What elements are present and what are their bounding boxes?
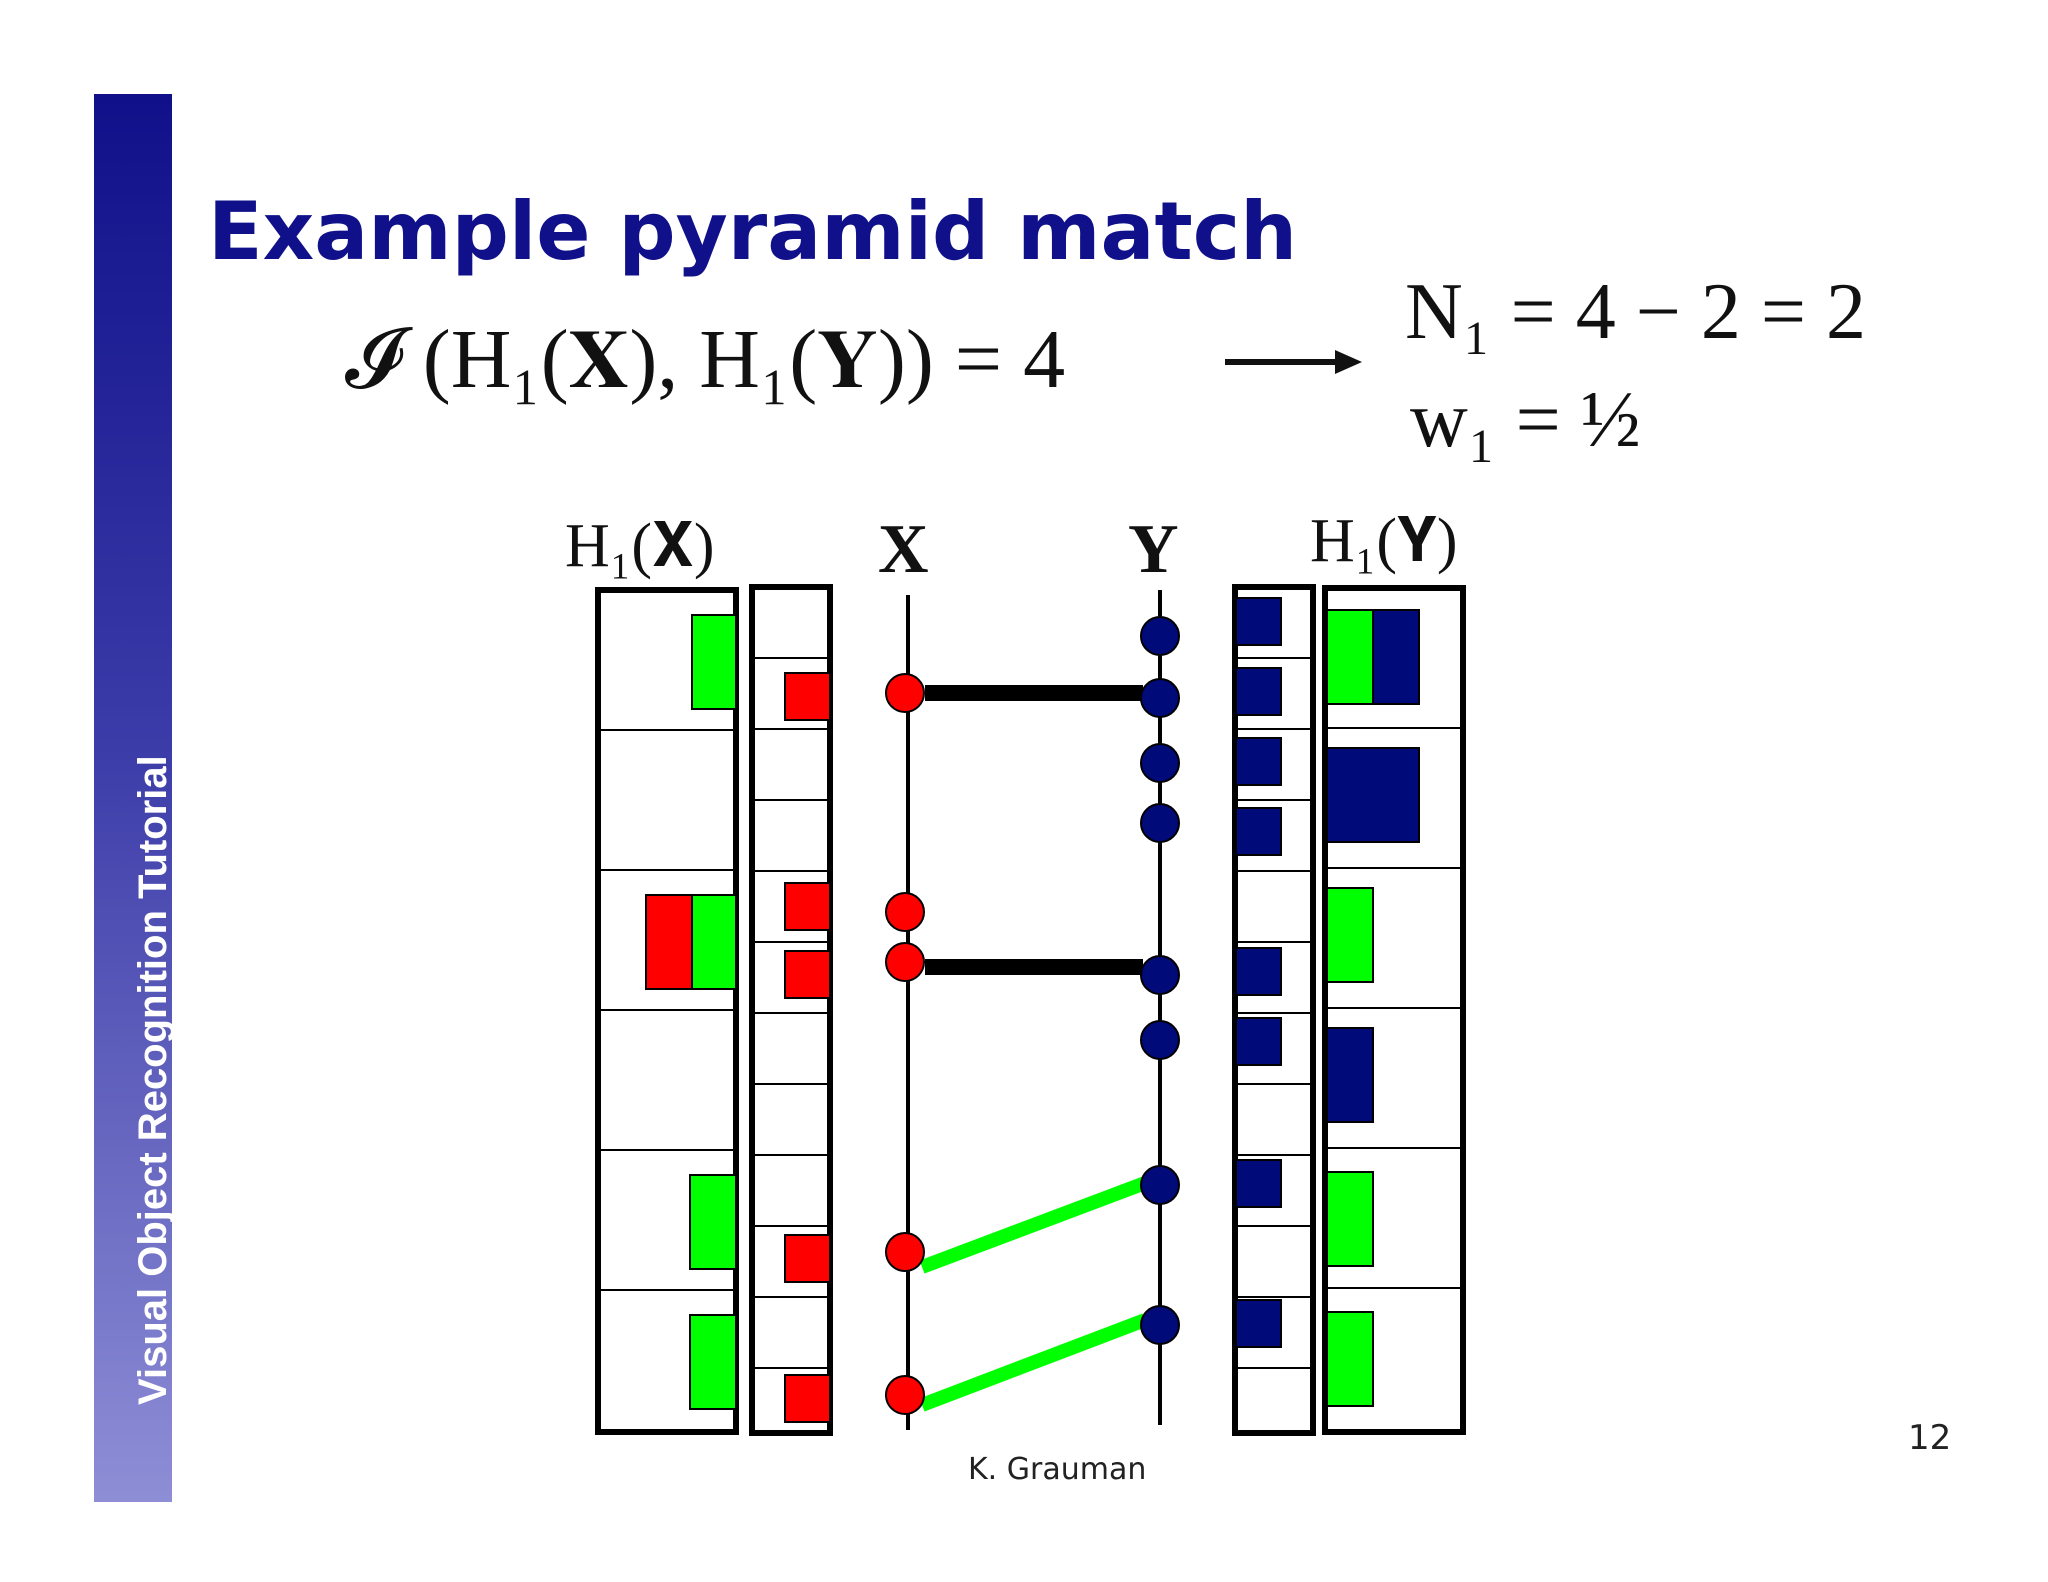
y-point <box>1140 743 1180 783</box>
h1y-bar-match <box>1326 887 1374 983</box>
intersection-formula: 𝓘 (H₁(𝐗), H₁(𝐘)) = 4 <box>345 313 1066 406</box>
h0y-bar <box>1235 807 1282 856</box>
x-point <box>885 1375 925 1415</box>
h1x-bar-match <box>689 1174 737 1270</box>
y-point <box>1140 1165 1180 1205</box>
y-point <box>1140 1305 1180 1345</box>
hist-h1y-bins <box>1325 727 1463 1289</box>
n1-formula: N₁ = 4 − 2 = 2 <box>1405 268 1867 356</box>
y-point <box>1140 1020 1180 1060</box>
h0y-bar <box>1235 667 1282 716</box>
label-h1x: H₁(𝐗) <box>565 512 715 580</box>
h1x-bar-match <box>689 1314 737 1410</box>
h0x-bar <box>784 1374 831 1423</box>
h1y-bar-unmatched <box>1326 747 1420 843</box>
h0y-bar <box>1235 947 1282 996</box>
slide-title: Example pyramid match <box>208 185 1298 278</box>
h1x-bar-match <box>691 614 737 710</box>
h1y-bar-match <box>1326 1171 1374 1267</box>
hist-h0x-bins <box>752 657 830 1369</box>
h0x-bar <box>784 882 831 931</box>
y-point <box>1140 955 1180 995</box>
x-point <box>885 673 925 713</box>
h0y-bar <box>1235 737 1282 786</box>
h0y-bar <box>1235 1017 1282 1066</box>
h1y-bar-match <box>1326 609 1374 705</box>
x-point <box>885 1232 925 1272</box>
h1y-bar-match <box>1326 1311 1374 1407</box>
y-point <box>1140 616 1180 656</box>
match-line-level1 <box>919 1176 1148 1274</box>
y-point <box>1140 678 1180 718</box>
label-y: Y <box>1128 511 1179 588</box>
hist-h0x-frame <box>749 584 833 1436</box>
label-x: X <box>878 511 929 588</box>
label-h1y: H₁(𝐘) <box>1310 507 1458 575</box>
hist-h1y-frame <box>1322 585 1466 1435</box>
page-number: 12 <box>1908 1418 1952 1458</box>
h1y-bar-unmatched <box>1372 609 1420 705</box>
author-credit: K. Grauman <box>968 1452 1147 1487</box>
hist-h0y-bins <box>1235 657 1313 1369</box>
h0y-bar <box>1235 1299 1282 1348</box>
sidebar-band <box>94 94 172 1502</box>
h0x-bar <box>784 950 831 999</box>
w1-formula: w₁ = ½ <box>1410 376 1641 464</box>
y-point <box>1140 803 1180 843</box>
hist-h0y-frame <box>1232 584 1316 1436</box>
h0x-bar <box>784 672 831 721</box>
h0y-bar <box>1235 597 1282 646</box>
x-point <box>885 942 925 982</box>
h0x-bar <box>784 1234 831 1283</box>
h1x-bar-match <box>691 894 737 990</box>
arrow-head <box>1335 350 1362 374</box>
h0y-bar <box>1235 1159 1282 1208</box>
h1y-bar-unmatched <box>1326 1027 1374 1123</box>
match-line-level1 <box>919 1313 1148 1412</box>
hist-h1x-bins <box>598 729 736 1291</box>
h1x-bar-unmatched <box>645 894 693 990</box>
x-point <box>885 892 925 932</box>
